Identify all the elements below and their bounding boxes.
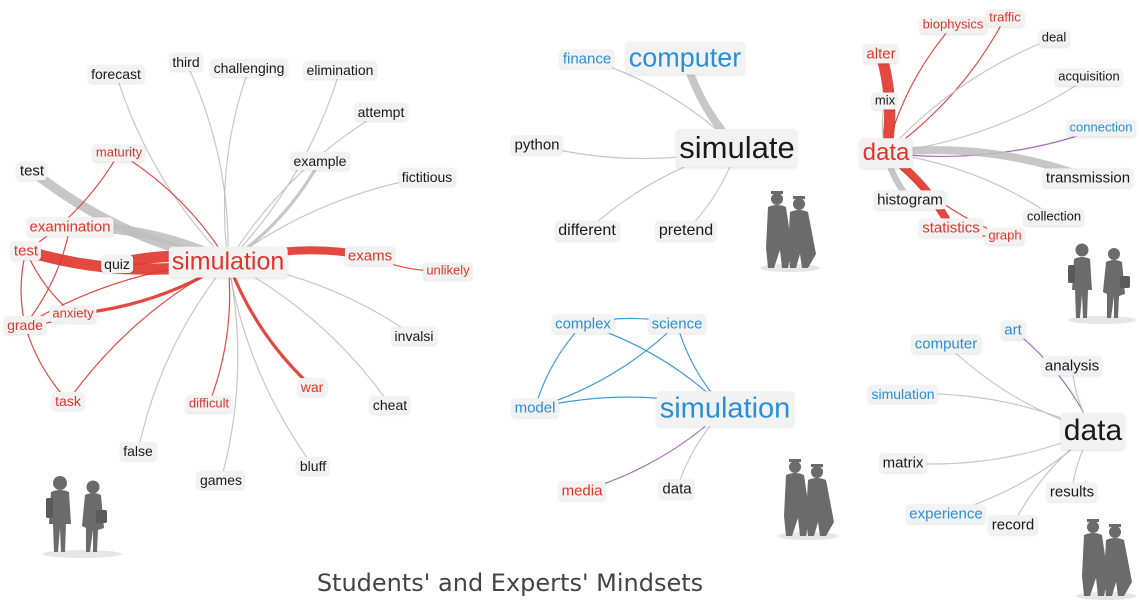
node-python: python: [511, 135, 563, 155]
node-statistics: statistics: [919, 218, 983, 238]
node-invalsi: invalsi: [391, 326, 437, 346]
edge-simulation-attempt: [227, 111, 382, 263]
node-graph: graph: [985, 227, 1025, 245]
edge-test2-grade: [20, 250, 27, 326]
node-challenging: challenging: [210, 58, 288, 78]
node-alter: alter: [863, 44, 899, 64]
student-couple-silhouette-icon-2: [1068, 243, 1136, 324]
node-complex: complex: [552, 314, 614, 334]
node-results: results: [1046, 482, 1098, 502]
node-test1: test: [16, 161, 48, 181]
node-cheat: cheat: [369, 395, 411, 415]
node-histogram: histogram: [874, 190, 946, 210]
node-third: third: [169, 52, 203, 72]
edge-data-deal: [885, 37, 1055, 154]
node-games: games: [196, 470, 246, 490]
node-finance: finance: [559, 49, 615, 69]
node-examination: examination: [26, 217, 114, 237]
node-data3: data: [1060, 412, 1126, 450]
node-analysis: analysis: [1041, 356, 1103, 376]
node-traffic: traffic: [986, 9, 1024, 27]
node-forecast: forecast: [88, 64, 144, 84]
node-grade: grade: [4, 315, 46, 335]
graduate-couple-silhouette-icon-3: [1076, 519, 1136, 600]
node-simulation: simulation: [168, 246, 288, 278]
node-pretend: pretend: [655, 220, 717, 242]
node-data: data: [859, 138, 913, 168]
node-test2: test: [10, 241, 42, 261]
node-exams: exams: [344, 246, 396, 266]
edge-simulation-challenging: [223, 67, 250, 263]
node-data2: data: [659, 479, 695, 499]
node-quiz: quiz: [101, 254, 133, 274]
node-collection: collection: [1023, 208, 1085, 226]
node-computer: computer: [625, 41, 745, 75]
graduate-couple-silhouette-icon-2: [778, 459, 838, 540]
edge-model-science: [534, 323, 678, 409]
edge-simulation-bluff: [227, 261, 314, 467]
edge-simulation-elimination: [227, 69, 341, 263]
node-unlikely: unlikely: [423, 262, 473, 280]
node-simulate: simulate: [676, 129, 798, 167]
node-model: model: [511, 398, 559, 418]
node-science: science: [648, 314, 706, 334]
edge-grade-task: [24, 324, 69, 402]
node-different: different: [555, 220, 619, 242]
node-mix: mix: [871, 92, 899, 110]
node-maturity: maturity: [92, 144, 146, 162]
node-matrix: matrix: [879, 453, 927, 473]
node-fictitious: fictitious: [398, 167, 456, 187]
node-acquisition: acquisition: [1055, 68, 1123, 86]
edge-simulation-war: [226, 260, 314, 389]
node-example: example: [290, 151, 350, 171]
edge-model-complex: [534, 323, 584, 409]
student-couple-silhouette-icon: [42, 476, 122, 558]
graduate-couple-silhouette-icon: [760, 191, 820, 272]
node-transmission: transmission: [1042, 168, 1134, 188]
node-media: media: [558, 481, 606, 501]
node-anxiety: anxiety: [49, 305, 97, 323]
node-elimination: elimination: [303, 60, 377, 80]
node-deal: deal: [1038, 29, 1070, 47]
node-task: task: [52, 391, 84, 411]
node-experience: experience: [906, 504, 986, 524]
node-war: war: [297, 377, 327, 397]
edge-simulation-task: [67, 261, 229, 402]
node-bluff: bluff: [296, 456, 330, 476]
node-computer3: computer: [911, 334, 981, 354]
edge-data-traffic: [885, 17, 1006, 154]
node-false: false: [120, 441, 156, 461]
edge-data-biophysics: [885, 24, 954, 154]
edge-simulation-difficult: [208, 261, 231, 405]
page-title: Students' and Experts' Mindsets: [316, 569, 704, 597]
node-biophysics: biophysics: [919, 16, 987, 34]
node-difficult: difficult: [185, 395, 233, 413]
edge-simulation-false: [137, 261, 229, 452]
node-attempt: attempt: [354, 102, 408, 122]
node-simulation2: simulation: [656, 391, 794, 427]
node-art: art: [1001, 320, 1025, 340]
edge-examination-grade: [24, 226, 71, 326]
edge-simulation-forecast: [115, 73, 229, 263]
node-simulation3: simulation: [868, 384, 938, 404]
node-record: record: [988, 515, 1038, 535]
edge-simulation-third: [185, 61, 229, 263]
node-connection: connection: [1066, 119, 1136, 137]
